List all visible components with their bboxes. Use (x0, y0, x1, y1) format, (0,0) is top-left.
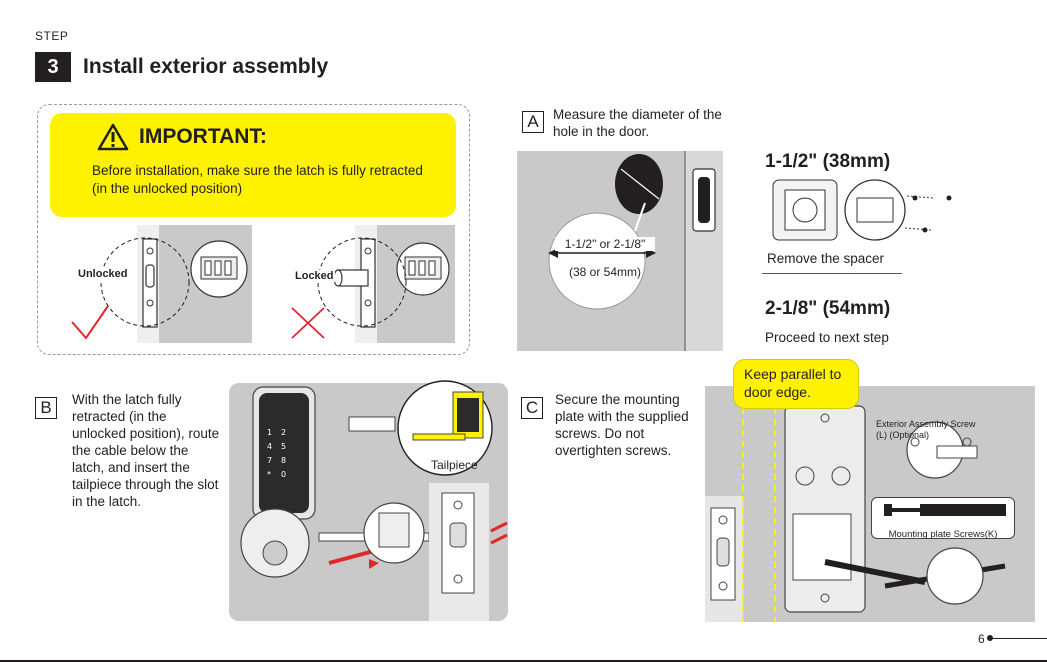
svg-text:1: 1 (267, 428, 272, 437)
check-icon (71, 305, 109, 340)
locked-label: Locked (294, 270, 335, 282)
parallel-callout: Keep parallel to door edge. (733, 359, 859, 409)
locked-zoom-circle (317, 237, 407, 327)
mounting-screw-label: Mounting plate Screws(K) (888, 529, 998, 540)
svg-text:7: 7 (267, 456, 272, 465)
option-54mm-caption: Proceed to next step (765, 330, 889, 345)
important-body: Before installation, make sure the latch… (92, 163, 423, 196)
door-hole-photo (517, 151, 723, 351)
page-title: Install exterior assembly (83, 55, 329, 78)
bottom-rule (0, 660, 1047, 662)
diameter-mm: (38 or 54mm) (568, 265, 642, 279)
diameter-inches: 1-1/2" or 2-1/8" (555, 237, 655, 251)
important-callout (50, 113, 456, 217)
unlocked-zoom-circle (100, 237, 190, 327)
tailpiece-label: Tailpiece (431, 458, 478, 472)
svg-text:0: 0 (281, 470, 286, 479)
cross-icon (291, 307, 325, 339)
locked-latch-photo (355, 225, 455, 343)
spacer-removal-drawing (772, 179, 952, 241)
section-a-text: Measure the diameter of the hole in the … (553, 107, 722, 139)
svg-text:*: * (267, 470, 271, 479)
section-b-text: With the latch fully retracted (in the u… (72, 392, 220, 509)
svg-text:2: 2 (281, 428, 286, 437)
section-b-label: B (35, 397, 57, 419)
option-54mm-title: 2-1/8" (54mm) (765, 298, 891, 319)
page-number: 6 (978, 632, 985, 646)
important-frame (37, 104, 470, 355)
warning-icon (97, 123, 129, 151)
important-heading: IMPORTANT: (97, 123, 267, 151)
option-38mm-title: 1-1/2" (38mm) (765, 151, 891, 172)
mounting-screw-box: Mounting plate Screws(K) (871, 497, 1015, 540)
step-number-badge: 3 (35, 52, 71, 82)
section-c-label: C (521, 397, 543, 419)
unlocked-label: Unlocked (77, 268, 129, 280)
important-title: IMPORTANT: (139, 125, 267, 148)
tailpiece-zoom-circle (397, 380, 493, 476)
screw-icon (884, 504, 1006, 516)
exterior-screw-label: Exterior Assembly Screw (L) (Optional) (876, 419, 976, 440)
svg-text:8: 8 (281, 456, 286, 465)
section-a-label: A (522, 111, 544, 133)
page-marker-dot (987, 635, 993, 641)
section-c-text: Secure the mounting plate with the suppl… (555, 392, 689, 458)
svg-text:4: 4 (267, 442, 272, 451)
option-divider (762, 273, 902, 274)
unlocked-latch-photo (137, 225, 252, 343)
svg-text:5: 5 (281, 442, 286, 451)
option-38mm-caption: Remove the spacer (767, 251, 885, 266)
page-marker-line (992, 638, 1047, 639)
step-label: STEP (35, 29, 69, 43)
